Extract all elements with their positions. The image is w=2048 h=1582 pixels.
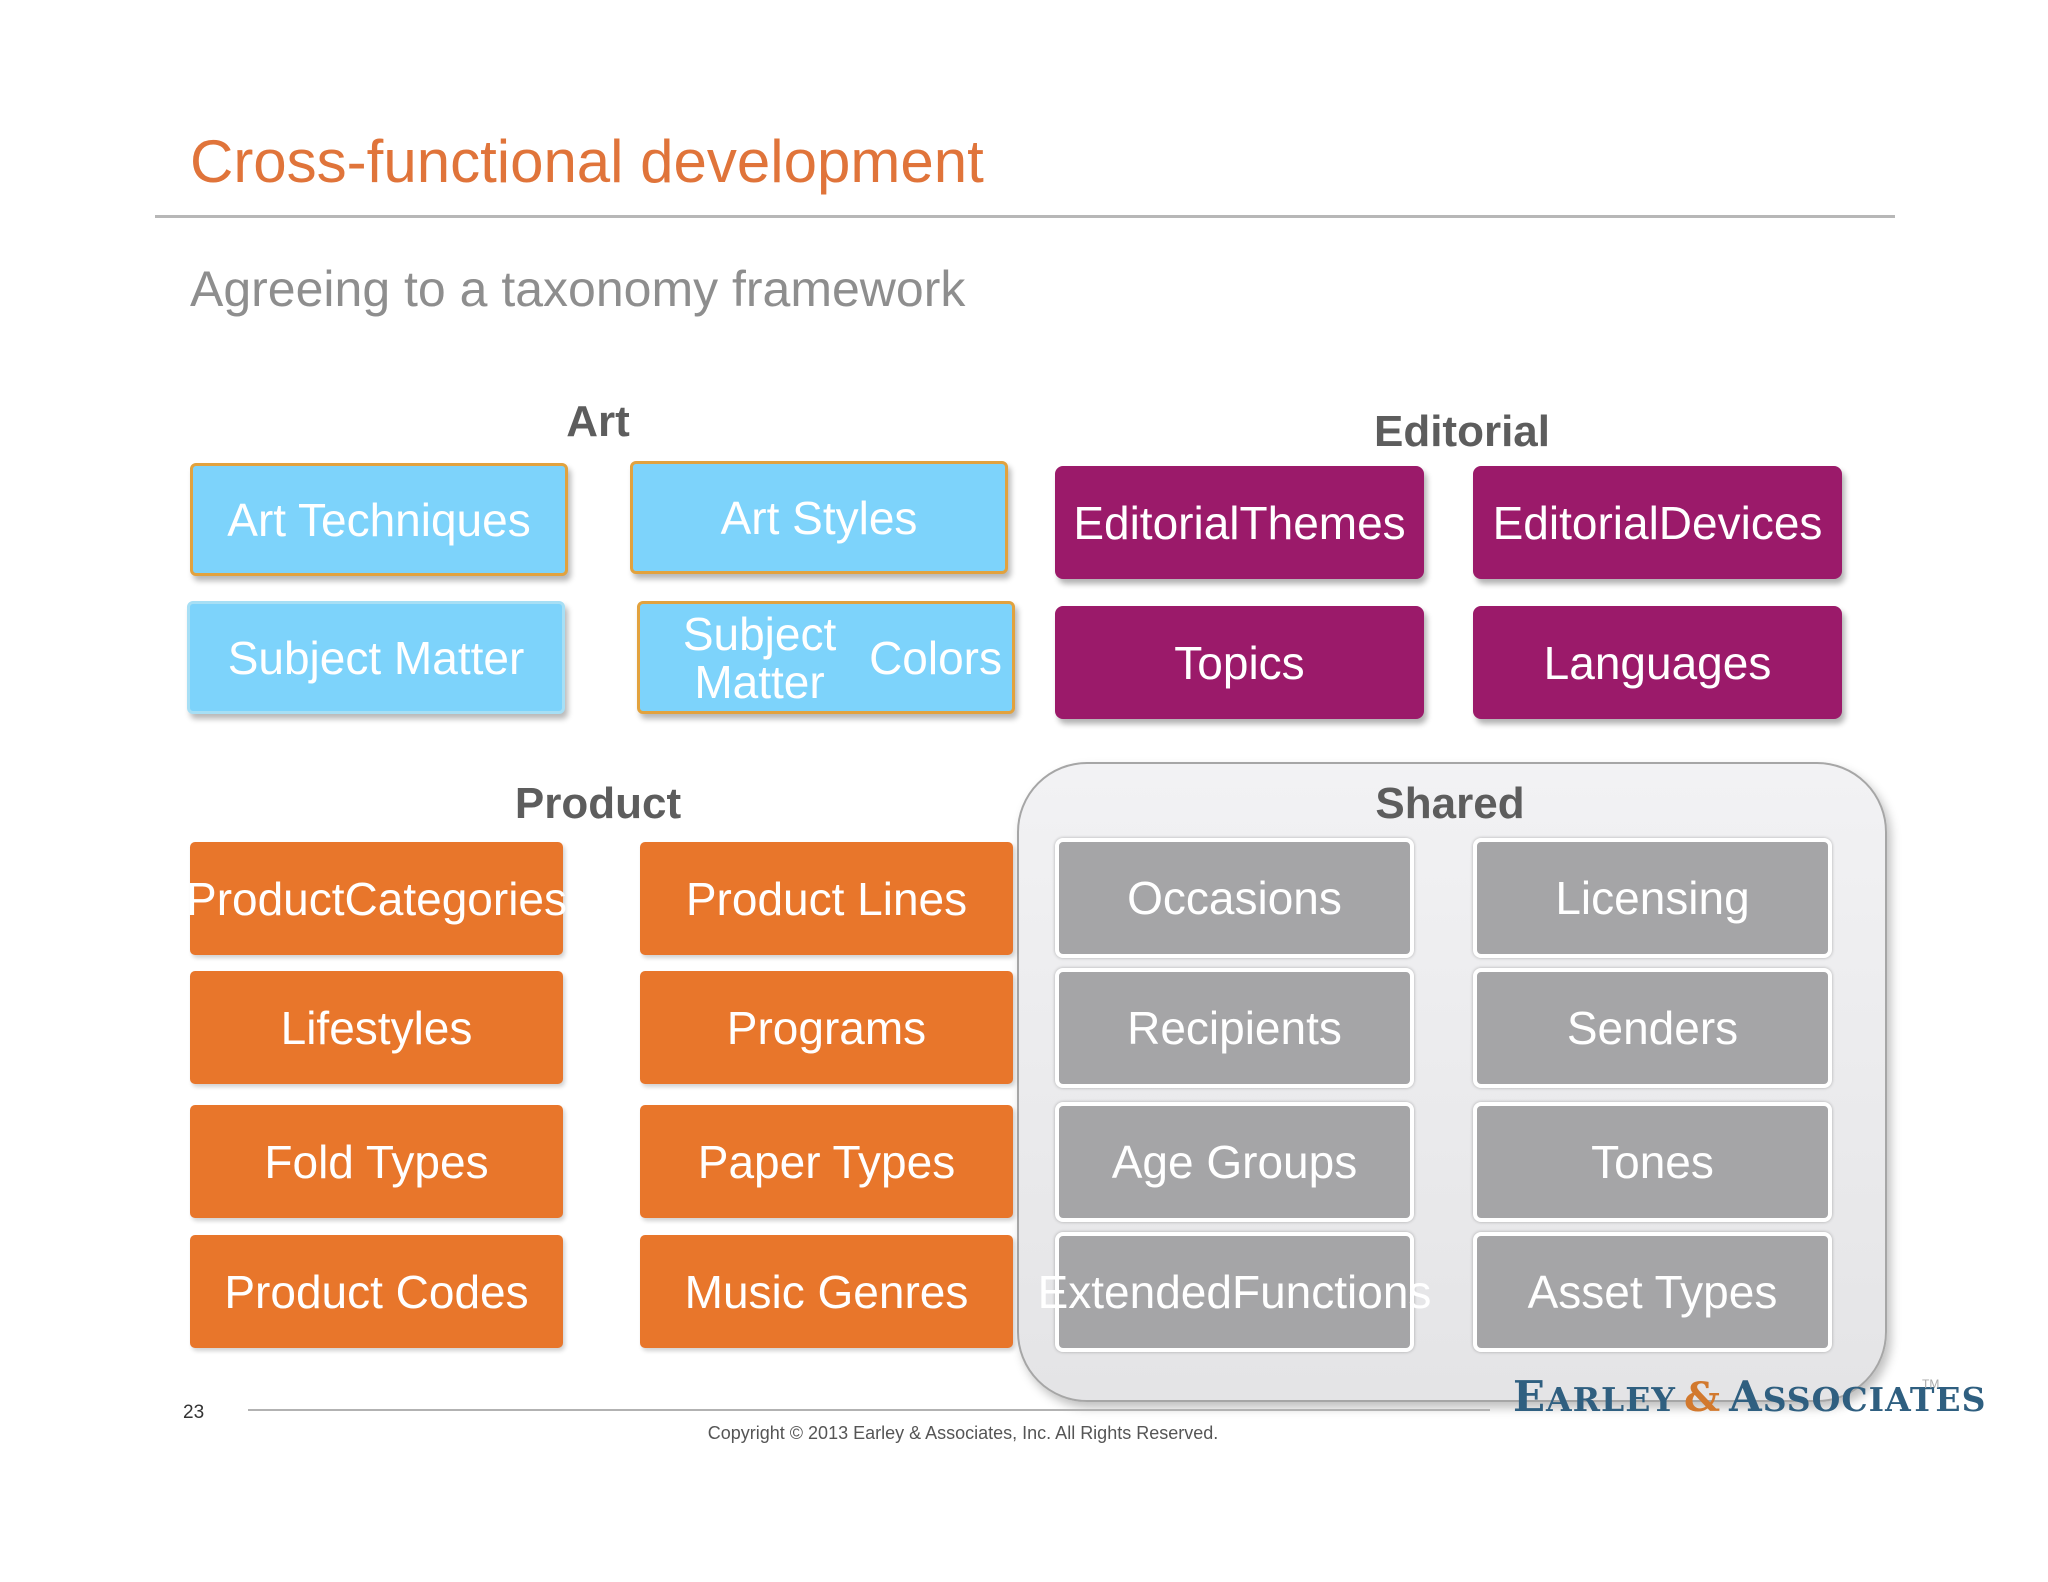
music-genres-box: Music Genres (640, 1235, 1013, 1348)
age-groups-box: Age Groups (1055, 1102, 1414, 1222)
asset-types-box: Asset Types (1473, 1232, 1832, 1352)
product-codes-box: Product Codes (190, 1235, 563, 1348)
art-styles-box: Art Styles (630, 461, 1008, 574)
slide-subtitle: Agreeing to a taxonomy framework (190, 261, 966, 317)
earley-associates-logo: EARLEY&ASSOCIATES (1513, 1372, 1987, 1421)
footer-divider (248, 1409, 1490, 1411)
topics-box: Topics (1055, 606, 1424, 719)
copyright-notice: Copyright © 2013 Earley & Associates, In… (707, 1423, 1219, 1443)
programs-box: Programs (640, 971, 1013, 1084)
senders-box: Senders (1473, 968, 1832, 1088)
fold-types-box: Fold Types (190, 1105, 563, 1218)
subject-matter-colors-box: Subject Matter Colors (637, 601, 1015, 714)
subject-matter-box: Subject Matter (187, 601, 565, 714)
paper-types-box: Paper Types (640, 1105, 1013, 1218)
tones-box: Tones (1473, 1102, 1832, 1222)
product-lines-box: Product Lines (640, 842, 1013, 955)
title-divider (155, 215, 1895, 218)
editorial-themes-box: Editorial Themes (1055, 466, 1424, 579)
extended-functions-box: Extended Functions (1038, 1232, 1431, 1352)
section-heading-shared: Shared (1375, 779, 1525, 828)
editorial-devices-box: Editorial Devices (1473, 466, 1842, 579)
product-categories-box: Product Categories (186, 842, 567, 955)
trademark-mark: TM (1922, 1377, 1940, 1391)
lifestyles-box: Lifestyles (190, 971, 563, 1084)
slide-title: Cross-functional development (190, 128, 984, 195)
section-heading-art: Art (566, 397, 630, 446)
languages-box: Languages (1473, 606, 1842, 719)
page-number: 23 (183, 1402, 205, 1423)
art-techniques-box: Art Techniques (190, 463, 568, 576)
section-heading-product: Product (514, 779, 682, 828)
licensing-box: Licensing (1473, 838, 1832, 958)
section-heading-editorial: Editorial (1373, 407, 1551, 456)
occasions-box: Occasions (1055, 838, 1414, 958)
recipients-box: Recipients (1055, 968, 1414, 1088)
